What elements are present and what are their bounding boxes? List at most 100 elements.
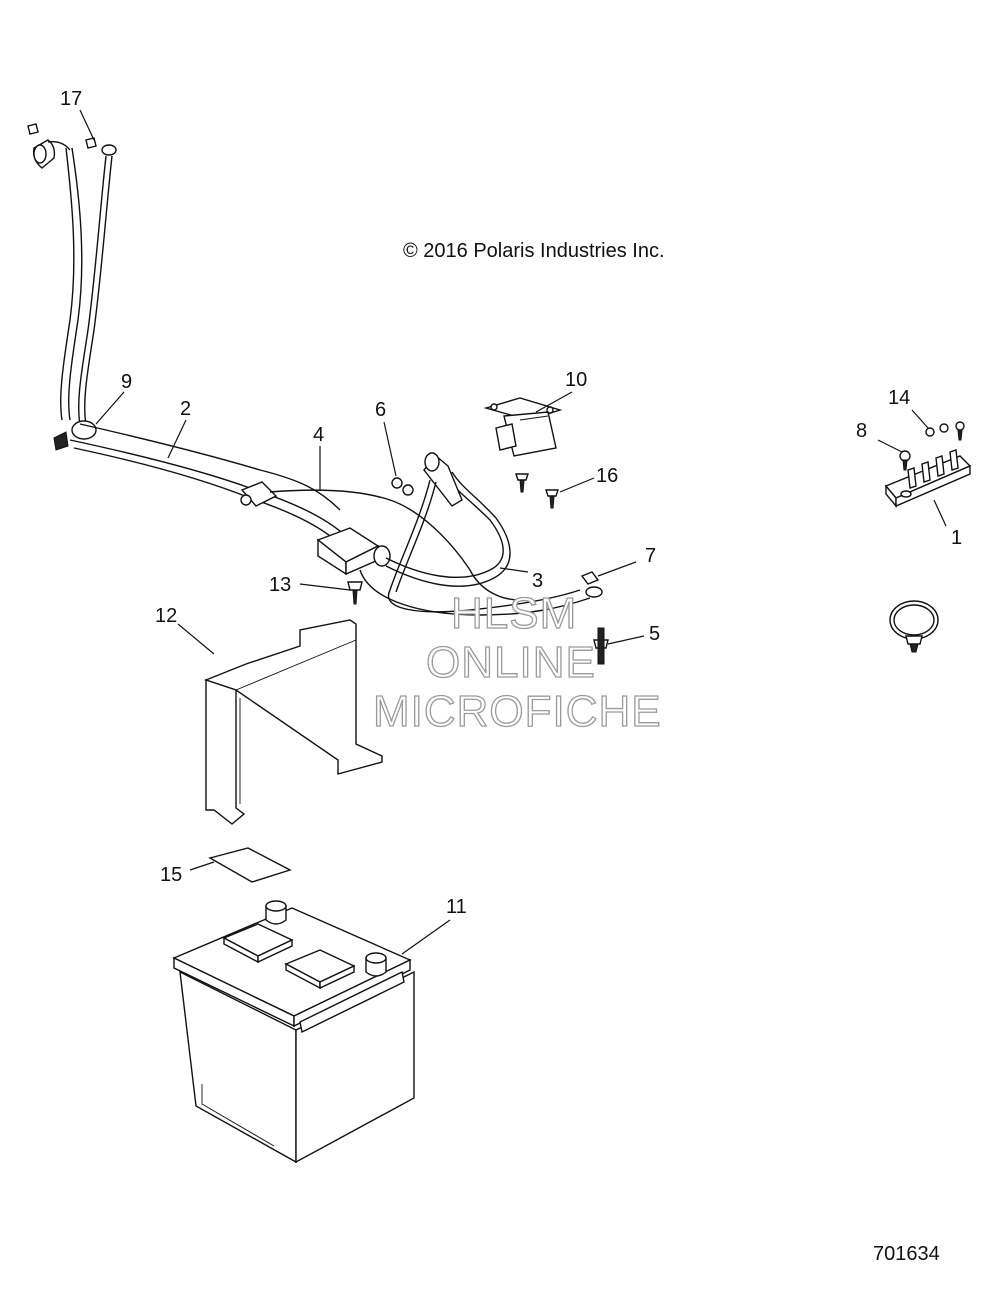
cable-3-boot-end	[424, 452, 440, 472]
battery-cable-harness	[32, 139, 603, 616]
cable-ground-b	[395, 481, 437, 593]
mount-hole	[900, 490, 912, 498]
callout-13: 13	[269, 574, 291, 596]
terminal-block	[884, 449, 972, 508]
cable-segment	[47, 140, 71, 151]
callout-8: 8	[856, 420, 867, 442]
leader-1	[933, 499, 947, 527]
screw-13-head	[347, 581, 363, 591]
leader-12	[177, 623, 215, 655]
screw-13-shank	[352, 589, 358, 605]
callout-5: 5	[649, 623, 660, 645]
clamp-band	[889, 600, 939, 640]
battery-top-rim-right	[293, 958, 411, 1028]
callout-6: 6	[375, 399, 386, 421]
callout-1: 1	[951, 527, 962, 549]
leader-16	[559, 477, 595, 493]
leader-13	[299, 583, 351, 591]
bracket-top-surface	[203, 619, 383, 775]
battery-hold-down-bracket	[203, 619, 383, 825]
bolt-8-shank	[902, 459, 908, 471]
leader-8	[877, 439, 903, 453]
callout-11: 11	[446, 896, 467, 918]
cable-left-a	[60, 147, 75, 421]
terminal-boot-end	[33, 144, 47, 164]
callout-7: 7	[645, 545, 656, 567]
bolt-14-shank	[957, 429, 963, 441]
nut-17b	[85, 137, 97, 149]
bracket-fold	[235, 639, 357, 691]
callout-12: 12	[155, 605, 177, 627]
copyright-notice: © 2016 Polaris Industries Inc.	[403, 240, 665, 262]
leader-7	[597, 561, 637, 577]
nut-6a	[391, 477, 403, 489]
harness-run-b	[73, 447, 345, 549]
callout-2: 2	[180, 398, 191, 420]
callout-17: 17	[60, 88, 82, 110]
leader-11	[401, 919, 451, 955]
terminal-post	[935, 455, 945, 477]
clip-fastener	[53, 431, 69, 451]
callout-10: 10	[565, 369, 587, 391]
clamp-screw	[909, 643, 919, 653]
nut-7	[580, 571, 600, 585]
callout-14: 14	[888, 387, 910, 409]
cable-3-a	[385, 474, 504, 579]
bolt-16a-head	[515, 473, 529, 481]
callout-9: 9	[121, 371, 132, 393]
leader-5	[607, 635, 645, 645]
leader-6	[383, 421, 397, 477]
callout-15: 15	[160, 864, 182, 886]
terminal-post	[907, 467, 917, 489]
cable-ground-c	[359, 569, 591, 616]
fasteners	[27, 123, 965, 665]
battery-label	[208, 847, 292, 883]
callout-3: 3	[532, 570, 543, 592]
cable-ground-a	[387, 479, 581, 613]
bolt-16b-head	[545, 489, 559, 497]
leader-17	[79, 109, 95, 141]
leader-10	[535, 391, 573, 413]
terminal-post	[921, 461, 931, 483]
ground-ring-terminal	[585, 586, 603, 598]
watermark-line-1: HLSM	[450, 589, 578, 638]
nut-14b	[939, 423, 949, 433]
drawing-number: 701634	[873, 1243, 940, 1265]
clamp-screw-housing	[905, 635, 923, 645]
post-top	[265, 900, 287, 912]
bolt-14-head	[955, 421, 965, 431]
vent-cap-2-front	[319, 964, 355, 990]
starter-solenoid	[483, 397, 563, 457]
clamp-bolt	[240, 494, 252, 506]
harness-run-c	[79, 423, 341, 511]
battery-handle	[299, 970, 405, 1034]
solenoid-detail	[519, 415, 549, 421]
battery	[172, 900, 415, 1164]
bolt-16b-shank	[549, 495, 555, 509]
cable-left-d	[84, 155, 113, 426]
watermark-line-2: ONLINE	[425, 638, 596, 687]
leader-lines	[79, 109, 947, 955]
callout-labels: 1 2 3 4 5 6 7 8 9 10 11 12 13 14 15 16 1…	[60, 88, 962, 918]
leader-15	[189, 861, 215, 871]
cable-clip	[71, 420, 97, 440]
nut-17a	[27, 123, 39, 135]
harness-run-a	[69, 439, 351, 541]
bracket-front-leg	[205, 679, 246, 825]
battery-base-detail	[201, 1084, 275, 1147]
cable-left-b	[68, 147, 83, 421]
callout-16: 16	[596, 465, 618, 487]
leader-9	[95, 391, 125, 425]
junction-grommet	[373, 545, 391, 567]
nut-6b	[402, 484, 414, 496]
bracket-hole	[490, 403, 498, 411]
post-top	[365, 952, 387, 964]
callout-4: 4	[313, 424, 324, 446]
terminal-block-front	[895, 464, 971, 508]
ring-terminal	[101, 144, 117, 156]
leader-14	[911, 409, 929, 429]
watermark-line-3: MICROFICHE	[372, 687, 662, 736]
vent-cap-1-front	[257, 938, 293, 964]
